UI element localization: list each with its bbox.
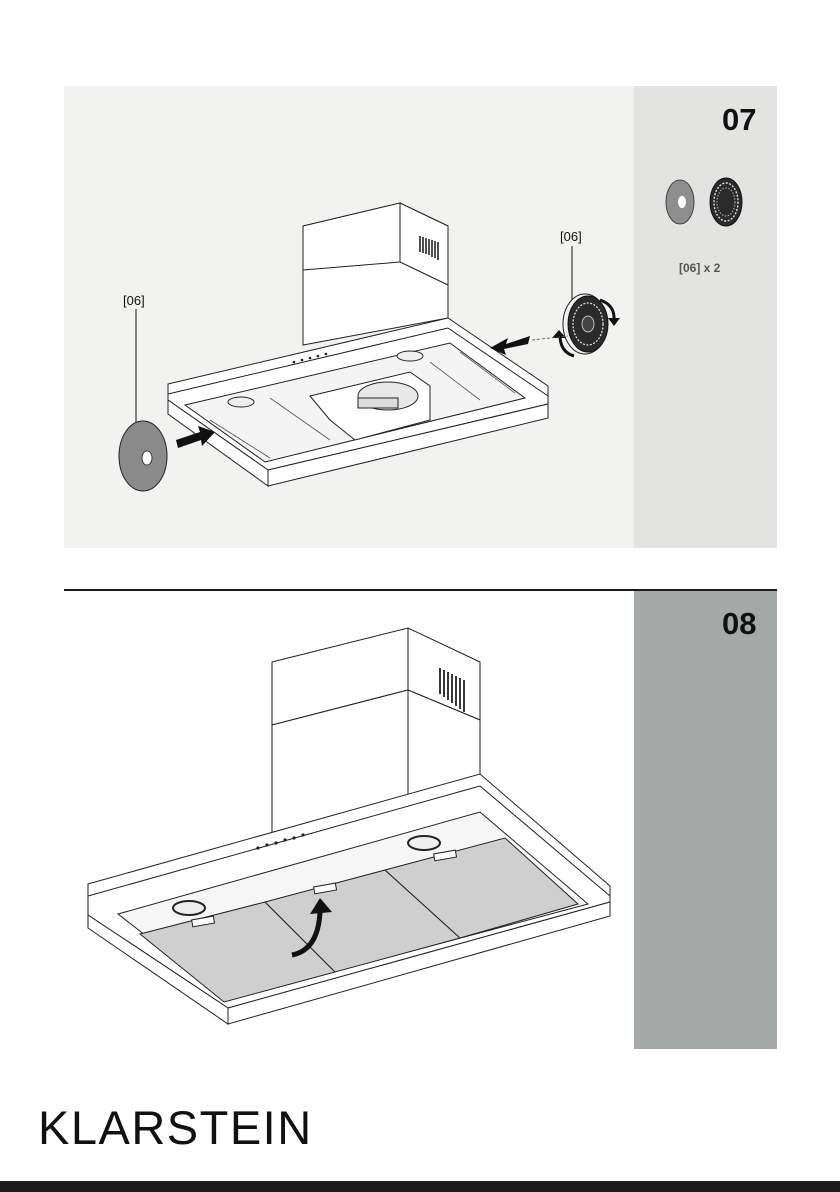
step-08-hood-drawing xyxy=(0,0,840,1100)
light-left xyxy=(173,901,205,915)
footer-bar xyxy=(0,1181,840,1192)
brand-logo: KLARSTEIN xyxy=(38,1100,313,1155)
light-right xyxy=(408,836,440,850)
